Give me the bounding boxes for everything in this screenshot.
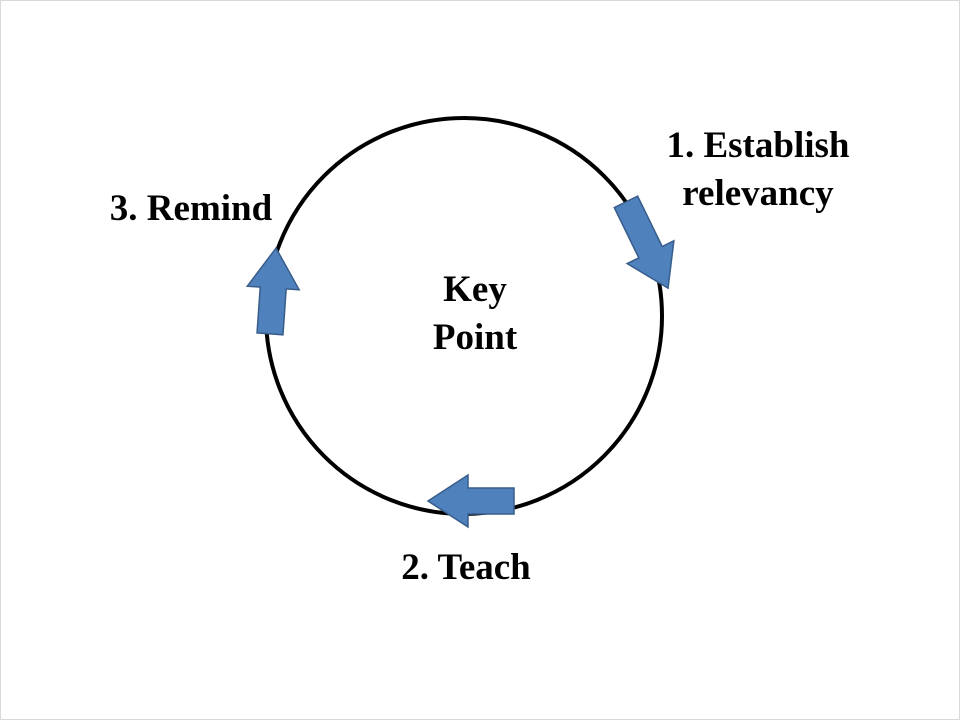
center-label: Key Point	[405, 266, 545, 362]
center-label-line-1: Key	[443, 269, 507, 310]
arrow-step-3-icon	[245, 246, 301, 336]
step-2-label: 2. Teach	[381, 544, 551, 592]
arrow-step-2-icon	[426, 473, 515, 529]
arrow-step-1-icon	[613, 195, 675, 290]
step-2-label-line-1: 2. Teach	[401, 547, 531, 588]
step-3-label: 3. Remind	[87, 185, 295, 233]
step-1-label: 1. Establish relevancy	[641, 122, 875, 218]
step-1-label-line-2: relevancy	[682, 173, 834, 214]
center-label-line-2: Point	[432, 317, 518, 358]
step-3-label-line-1: 3. Remind	[109, 188, 273, 229]
step-1-label-line-1: 1. Establish	[666, 125, 850, 166]
